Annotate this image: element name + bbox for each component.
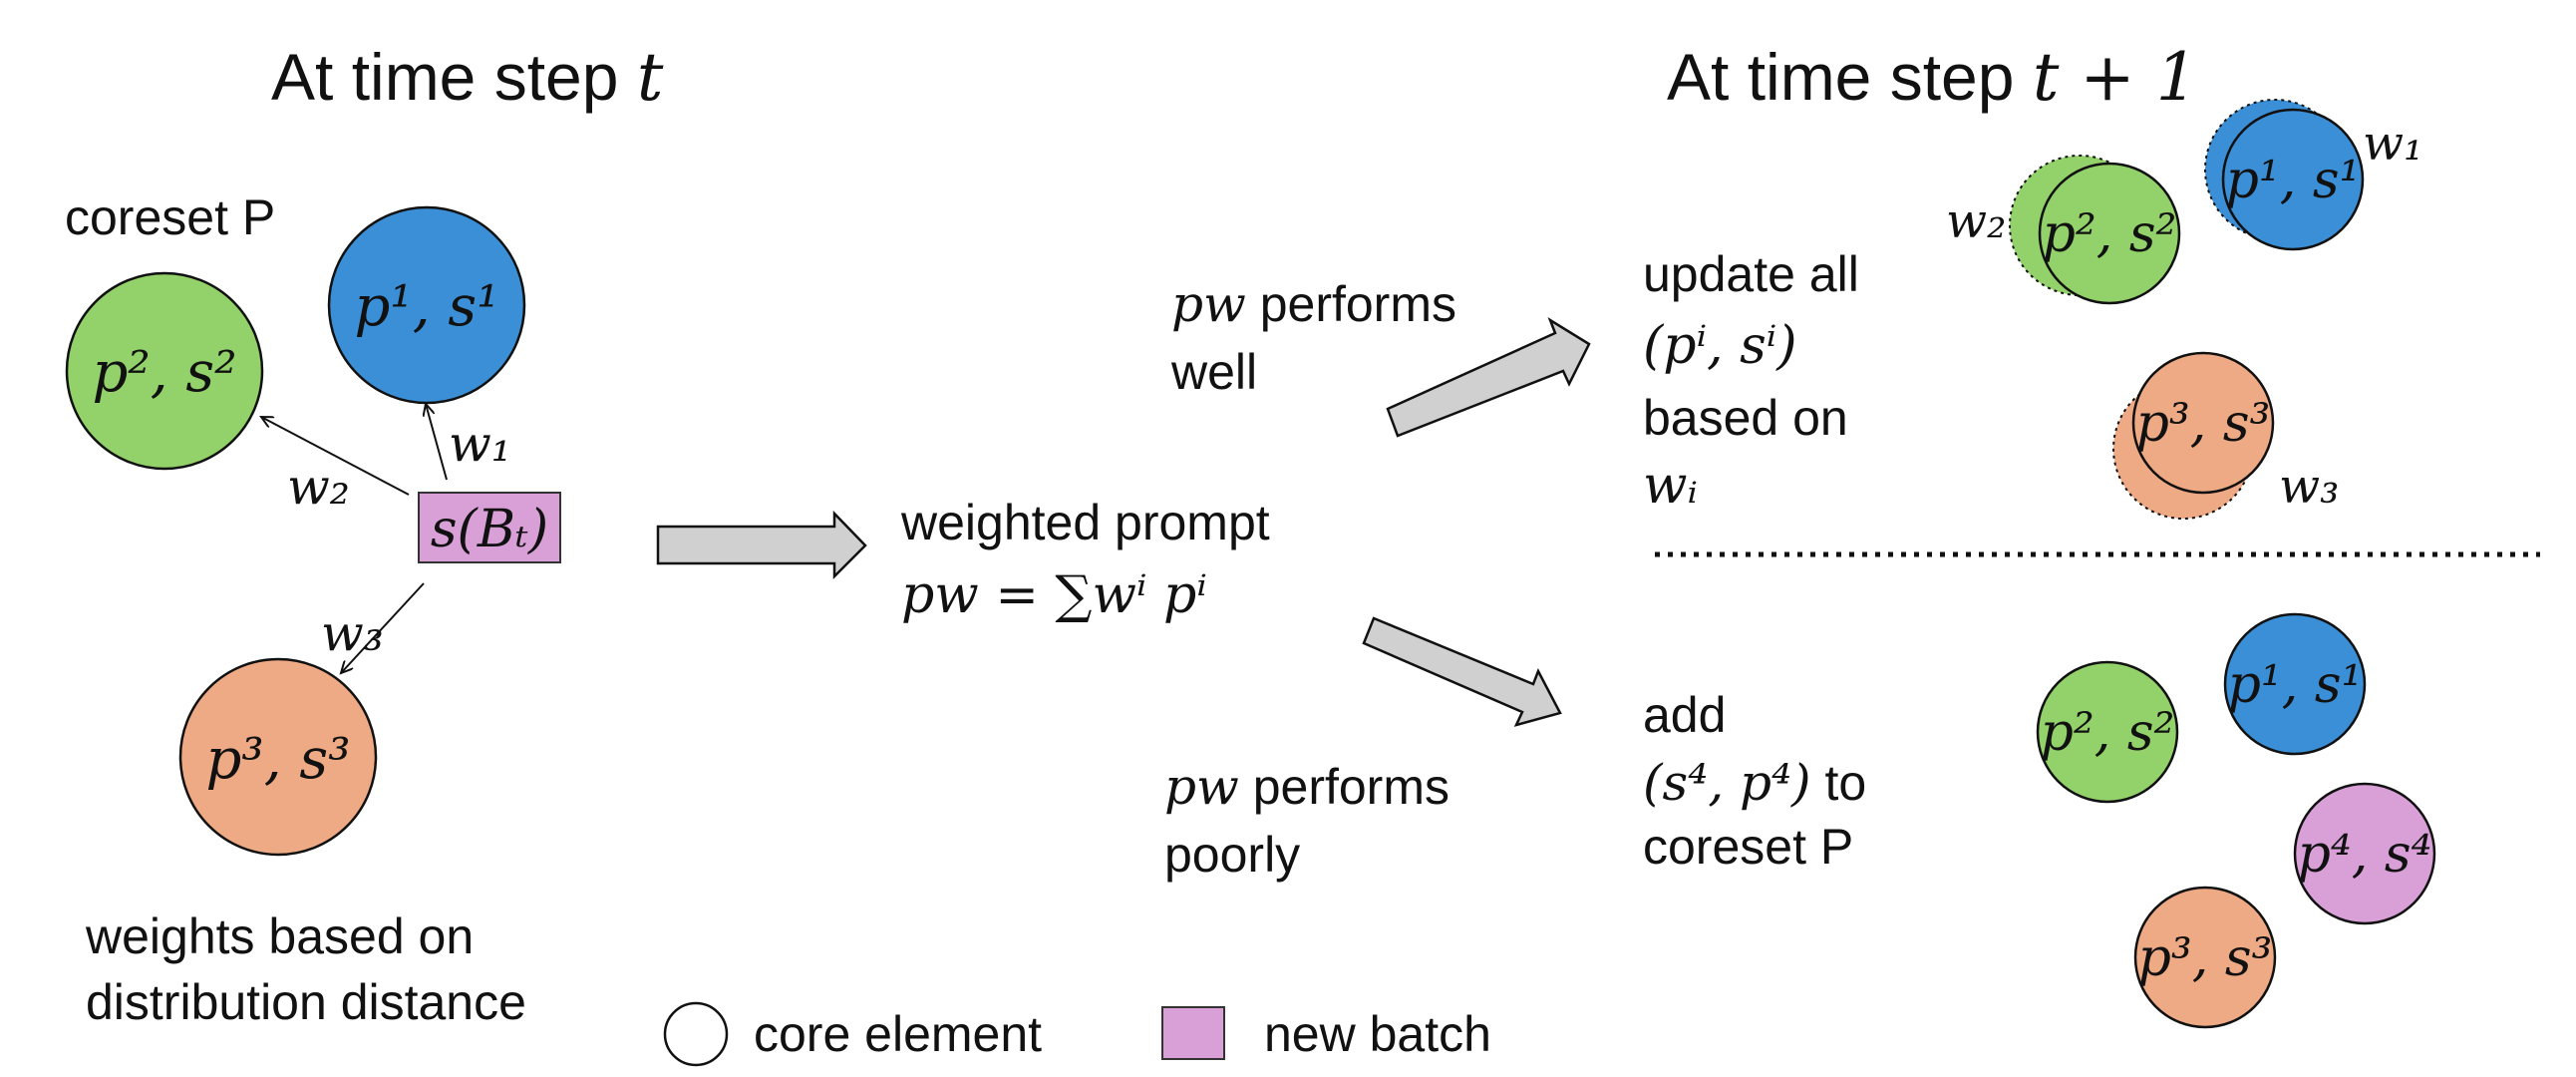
- top-node-p1: p¹, s¹: [2204, 99, 2365, 251]
- top-weight-w3: w₃: [2279, 459, 2339, 515]
- top-node-p2: p², s²: [2009, 155, 2181, 305]
- top-node-p3: p³, s³: [2112, 351, 2275, 520]
- bottom-node-p1: p¹, s¹: [2223, 612, 2367, 756]
- weighted-prompt-formula: pw = ∑wⁱ pⁱ: [901, 565, 1207, 625]
- weighted-prompt-label: weighted prompt: [900, 495, 1270, 550]
- svg-text:p⁴, s⁴: p⁴, s⁴: [2298, 825, 2432, 885]
- arrow-batch-to-p2: [261, 417, 410, 496]
- big-arrow-down-right: [1362, 616, 1562, 727]
- coreset-label: coreset P: [65, 189, 275, 245]
- arrow-batch-to-p3: [341, 582, 425, 673]
- add-line3: coreset P: [1643, 819, 1853, 875]
- svg-text:p¹, s¹: p¹, s¹: [354, 274, 498, 339]
- weights-caption-line2: distribution distance: [86, 974, 526, 1030]
- legend-batch-label: new batch: [1264, 1006, 1491, 1062]
- legend-core-icon: [663, 1001, 729, 1067]
- update-line3: based on: [1643, 390, 1848, 446]
- left-node-p2: p², s²: [65, 271, 264, 471]
- svg-text:p², s²: p², s²: [2043, 204, 2177, 264]
- svg-text:p², s²: p², s²: [92, 340, 236, 405]
- bottom-node-p3: p³, s³: [2133, 886, 2277, 1029]
- bottom-node-p4: p⁴, s⁴: [2293, 782, 2436, 925]
- svg-text:p³, s³: p³, s³: [2136, 394, 2271, 454]
- performs-well-line2: well: [1170, 344, 1257, 400]
- svg-text:p², s²: p², s²: [2041, 703, 2175, 763]
- svg-text:p¹, s¹: p¹, s¹: [2226, 151, 2361, 210]
- weight-w2: w₂: [287, 458, 350, 516]
- update-line2: (pⁱ, sⁱ): [1643, 316, 1797, 376]
- left-node-p3: p³, s³: [178, 657, 378, 857]
- svg-text:p³, s³: p³, s³: [2138, 928, 2273, 988]
- left-node-p1: p¹, s¹: [327, 205, 526, 405]
- big-arrow-up-right: [1386, 316, 1591, 438]
- update-line1: update all: [1643, 246, 1859, 302]
- svg-text:p¹, s¹: p¹, s¹: [2228, 655, 2363, 715]
- performs-poorly-line1: pw performs: [1164, 758, 1449, 816]
- add-line1: add: [1643, 687, 1726, 743]
- right-title: At time step t + 1: [1667, 39, 2198, 116]
- left-title: At time step t: [271, 39, 664, 116]
- weight-w1: w₁: [449, 415, 511, 473]
- legend-core-label: core element: [754, 1006, 1042, 1062]
- bottom-node-p2: p², s²: [2036, 660, 2179, 804]
- update-line4: wᵢ: [1643, 456, 1698, 516]
- svg-text:s(Bₜ): s(Bₜ): [431, 500, 548, 559]
- weights-caption-line1: weights based on: [85, 908, 474, 964]
- arrow-batch-to-p1: [426, 404, 448, 481]
- add-line2: (s⁴, p⁴) to: [1643, 754, 1866, 812]
- performs-well-line1: pw performs: [1171, 275, 1456, 333]
- top-weight-w2: w₂: [1946, 193, 2006, 249]
- top-weight-w1: w₁: [2363, 116, 2422, 172]
- batch-box: s(Bₜ): [418, 492, 561, 563]
- performs-poorly-line2: poorly: [1164, 827, 1300, 883]
- svg-text:p³, s³: p³, s³: [205, 727, 350, 792]
- legend-batch-icon: [1161, 1006, 1225, 1060]
- big-arrow-right: [656, 510, 867, 580]
- weight-w3: w₃: [321, 604, 384, 662]
